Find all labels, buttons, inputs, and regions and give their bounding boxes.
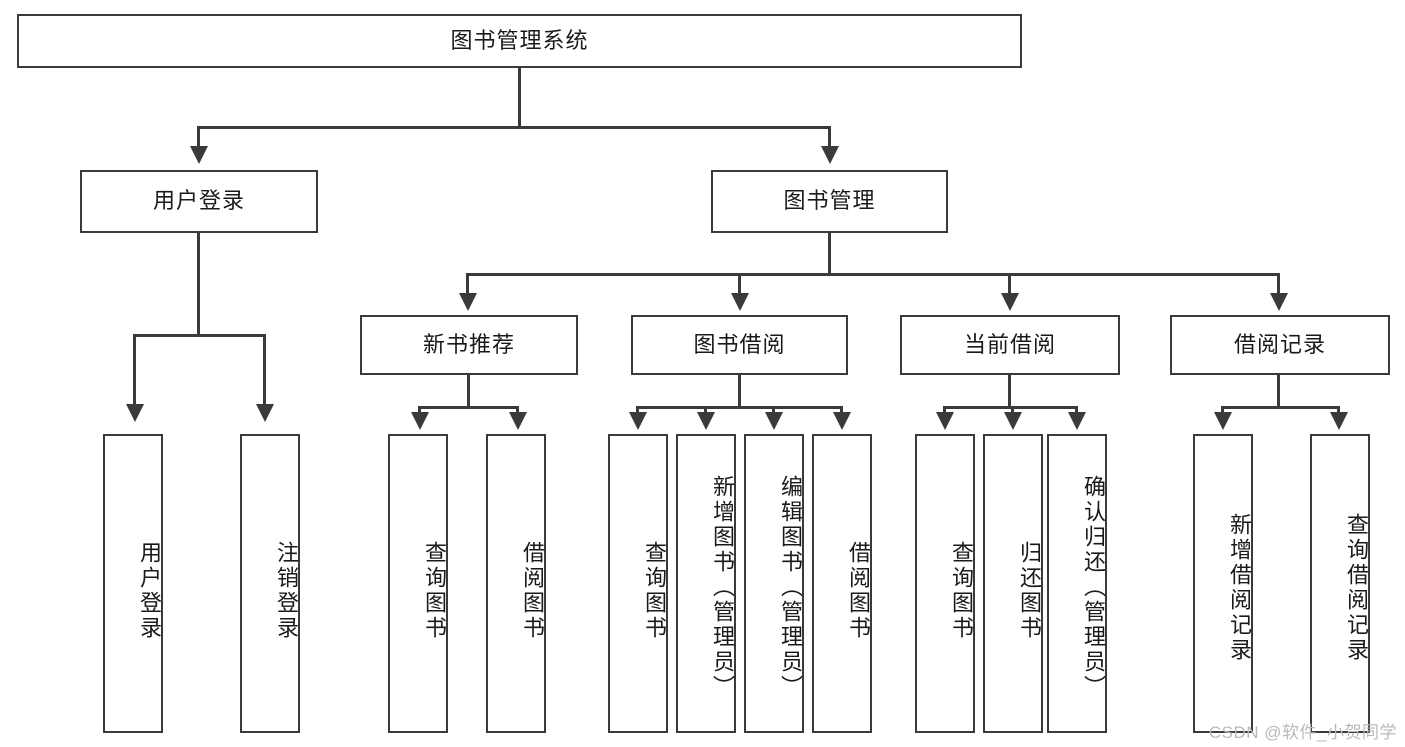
- leaf-query-book-2[interactable]: 查询图书: [608, 434, 668, 733]
- arrow-book-borrow-leaf-4: [833, 412, 851, 430]
- edge-book-borrow-drop-1: [636, 406, 639, 416]
- edge-book-borrow-drop-4: [840, 406, 843, 416]
- leaf-borrow-book-1-label: 借阅图书: [520, 540, 545, 641]
- leaf-query-book-3-label: 查询图书: [949, 540, 974, 641]
- arrow-book-manage-to-new-book: [459, 293, 477, 311]
- edge-user-login-right-drop: [263, 334, 266, 406]
- leaf-return-book-label: 归还图书: [1017, 540, 1042, 641]
- edge-book-manage-drop-3: [1008, 273, 1011, 295]
- edge-book-manage-drop-2: [738, 273, 741, 295]
- arrow-book-manage-to-book-borrow: [731, 293, 749, 311]
- node-borrow-record-label: 借阅记录: [1233, 331, 1326, 357]
- edge-user-login-left-drop: [133, 334, 136, 406]
- leaf-confirm-return-label: 确认归还（管理员）: [1081, 475, 1106, 700]
- leaf-confirm-return[interactable]: 确认归还（管理员）: [1047, 434, 1107, 733]
- arrow-borrow-record-leaf-2: [1330, 412, 1348, 430]
- leaf-borrow-book-2[interactable]: 借阅图书: [812, 434, 872, 733]
- edge-borrow-record-stem: [1277, 375, 1280, 408]
- edge-borrow-record-drop-1: [1221, 406, 1224, 416]
- edge-new-book-bar: [418, 406, 519, 409]
- leaf-return-book[interactable]: 归还图书: [983, 434, 1043, 733]
- arrow-book-borrow-leaf-2: [697, 412, 715, 430]
- node-borrow-record[interactable]: 借阅记录: [1170, 315, 1390, 375]
- leaf-add-book-label: 新增图书（管理员）: [710, 475, 735, 700]
- arrow-book-borrow-leaf-1: [629, 412, 647, 430]
- edge-current-borrow-drop-2: [1011, 406, 1014, 416]
- arrow-book-borrow-leaf-3: [765, 412, 783, 430]
- node-new-book-recommend[interactable]: 新书推荐: [360, 315, 578, 375]
- leaf-add-record-label: 新增借阅记录: [1227, 512, 1252, 663]
- edge-current-borrow-stem: [1008, 375, 1011, 408]
- edge-current-borrow-bar: [943, 406, 1078, 409]
- node-root-label: 图书管理系统: [450, 27, 589, 53]
- leaf-query-book-3[interactable]: 查询图书: [915, 434, 975, 733]
- leaf-query-record-label: 查询借阅记录: [1344, 512, 1369, 663]
- leaf-query-book-1-label: 查询图书: [422, 540, 447, 641]
- node-new-book-recommend-label: 新书推荐: [422, 331, 515, 357]
- edge-book-manage-drop-1: [466, 273, 469, 295]
- watermark: CSDN @软件_小贺同学: [1208, 723, 1397, 742]
- edge-current-borrow-drop-3: [1075, 406, 1078, 416]
- leaf-borrow-book-2-label: 借阅图书: [846, 540, 871, 641]
- arrow-borrow-record-leaf-1: [1214, 412, 1232, 430]
- leaf-add-record[interactable]: 新增借阅记录: [1193, 434, 1253, 733]
- node-book-manage[interactable]: 图书管理: [711, 170, 948, 233]
- arrow-new-book-leaf-1: [411, 412, 429, 430]
- leaf-borrow-book-1[interactable]: 借阅图书: [486, 434, 546, 733]
- arrow-current-borrow-leaf-2: [1004, 412, 1022, 430]
- node-root[interactable]: 图书管理系统: [17, 14, 1022, 68]
- edge-book-borrow-bar: [636, 406, 842, 409]
- leaf-add-book[interactable]: 新增图书（管理员）: [676, 434, 736, 733]
- leaf-logout-login-label: 注销登录: [274, 540, 299, 641]
- edge-new-book-drop-2: [516, 406, 519, 416]
- node-book-manage-label: 图书管理: [783, 188, 876, 214]
- leaf-query-book-1[interactable]: 查询图书: [388, 434, 448, 733]
- leaf-query-record[interactable]: 查询借阅记录: [1310, 434, 1370, 733]
- arrow-current-borrow-leaf-1: [936, 412, 954, 430]
- arrow-user-login-leaf-2: [256, 404, 274, 422]
- node-book-borrow[interactable]: 图书借阅: [631, 315, 848, 375]
- edge-book-manage-bar: [466, 273, 1280, 276]
- edge-root-to-book-manage: [828, 126, 831, 148]
- edge-book-borrow-drop-2: [704, 406, 707, 416]
- edge-user-login-stem: [197, 233, 200, 336]
- node-current-borrow-label: 当前借阅: [963, 331, 1056, 357]
- edge-new-book-drop-1: [418, 406, 421, 416]
- arrow-root-to-user-login: [190, 146, 208, 164]
- arrow-book-manage-to-current-borrow: [1001, 293, 1019, 311]
- edge-root-to-user-login: [197, 126, 200, 148]
- arrow-user-login-leaf-1: [126, 404, 144, 422]
- edge-borrow-record-bar: [1221, 406, 1340, 409]
- node-user-login-label: 用户登录: [152, 188, 245, 214]
- leaf-edit-book[interactable]: 编辑图书（管理员）: [744, 434, 804, 733]
- node-book-borrow-label: 图书借阅: [693, 331, 786, 357]
- edge-book-borrow-stem: [738, 375, 741, 408]
- arrow-root-to-book-manage: [821, 146, 839, 164]
- arrow-book-manage-to-borrow-record: [1270, 293, 1288, 311]
- edge-book-manage-stem: [828, 233, 831, 275]
- edge-user-login-bar: [133, 334, 263, 337]
- leaf-user-login[interactable]: 用户登录: [103, 434, 163, 733]
- arrow-current-borrow-leaf-3: [1068, 412, 1086, 430]
- edge-root-stem: [518, 68, 521, 128]
- arrow-new-book-leaf-2: [509, 412, 527, 430]
- node-current-borrow[interactable]: 当前借阅: [900, 315, 1120, 375]
- leaf-query-book-2-label: 查询图书: [642, 540, 667, 641]
- leaf-user-login-label: 用户登录: [137, 540, 162, 641]
- node-user-login[interactable]: 用户登录: [80, 170, 318, 233]
- edge-book-borrow-drop-3: [772, 406, 775, 416]
- edge-borrow-record-drop-2: [1337, 406, 1340, 416]
- leaf-edit-book-label: 编辑图书（管理员）: [778, 475, 803, 700]
- leaf-logout-login[interactable]: 注销登录: [240, 434, 300, 733]
- edge-new-book-stem: [467, 375, 470, 408]
- edge-root-bar: [197, 126, 831, 129]
- edge-book-manage-drop-4: [1277, 273, 1280, 295]
- edge-current-borrow-drop-1: [943, 406, 946, 416]
